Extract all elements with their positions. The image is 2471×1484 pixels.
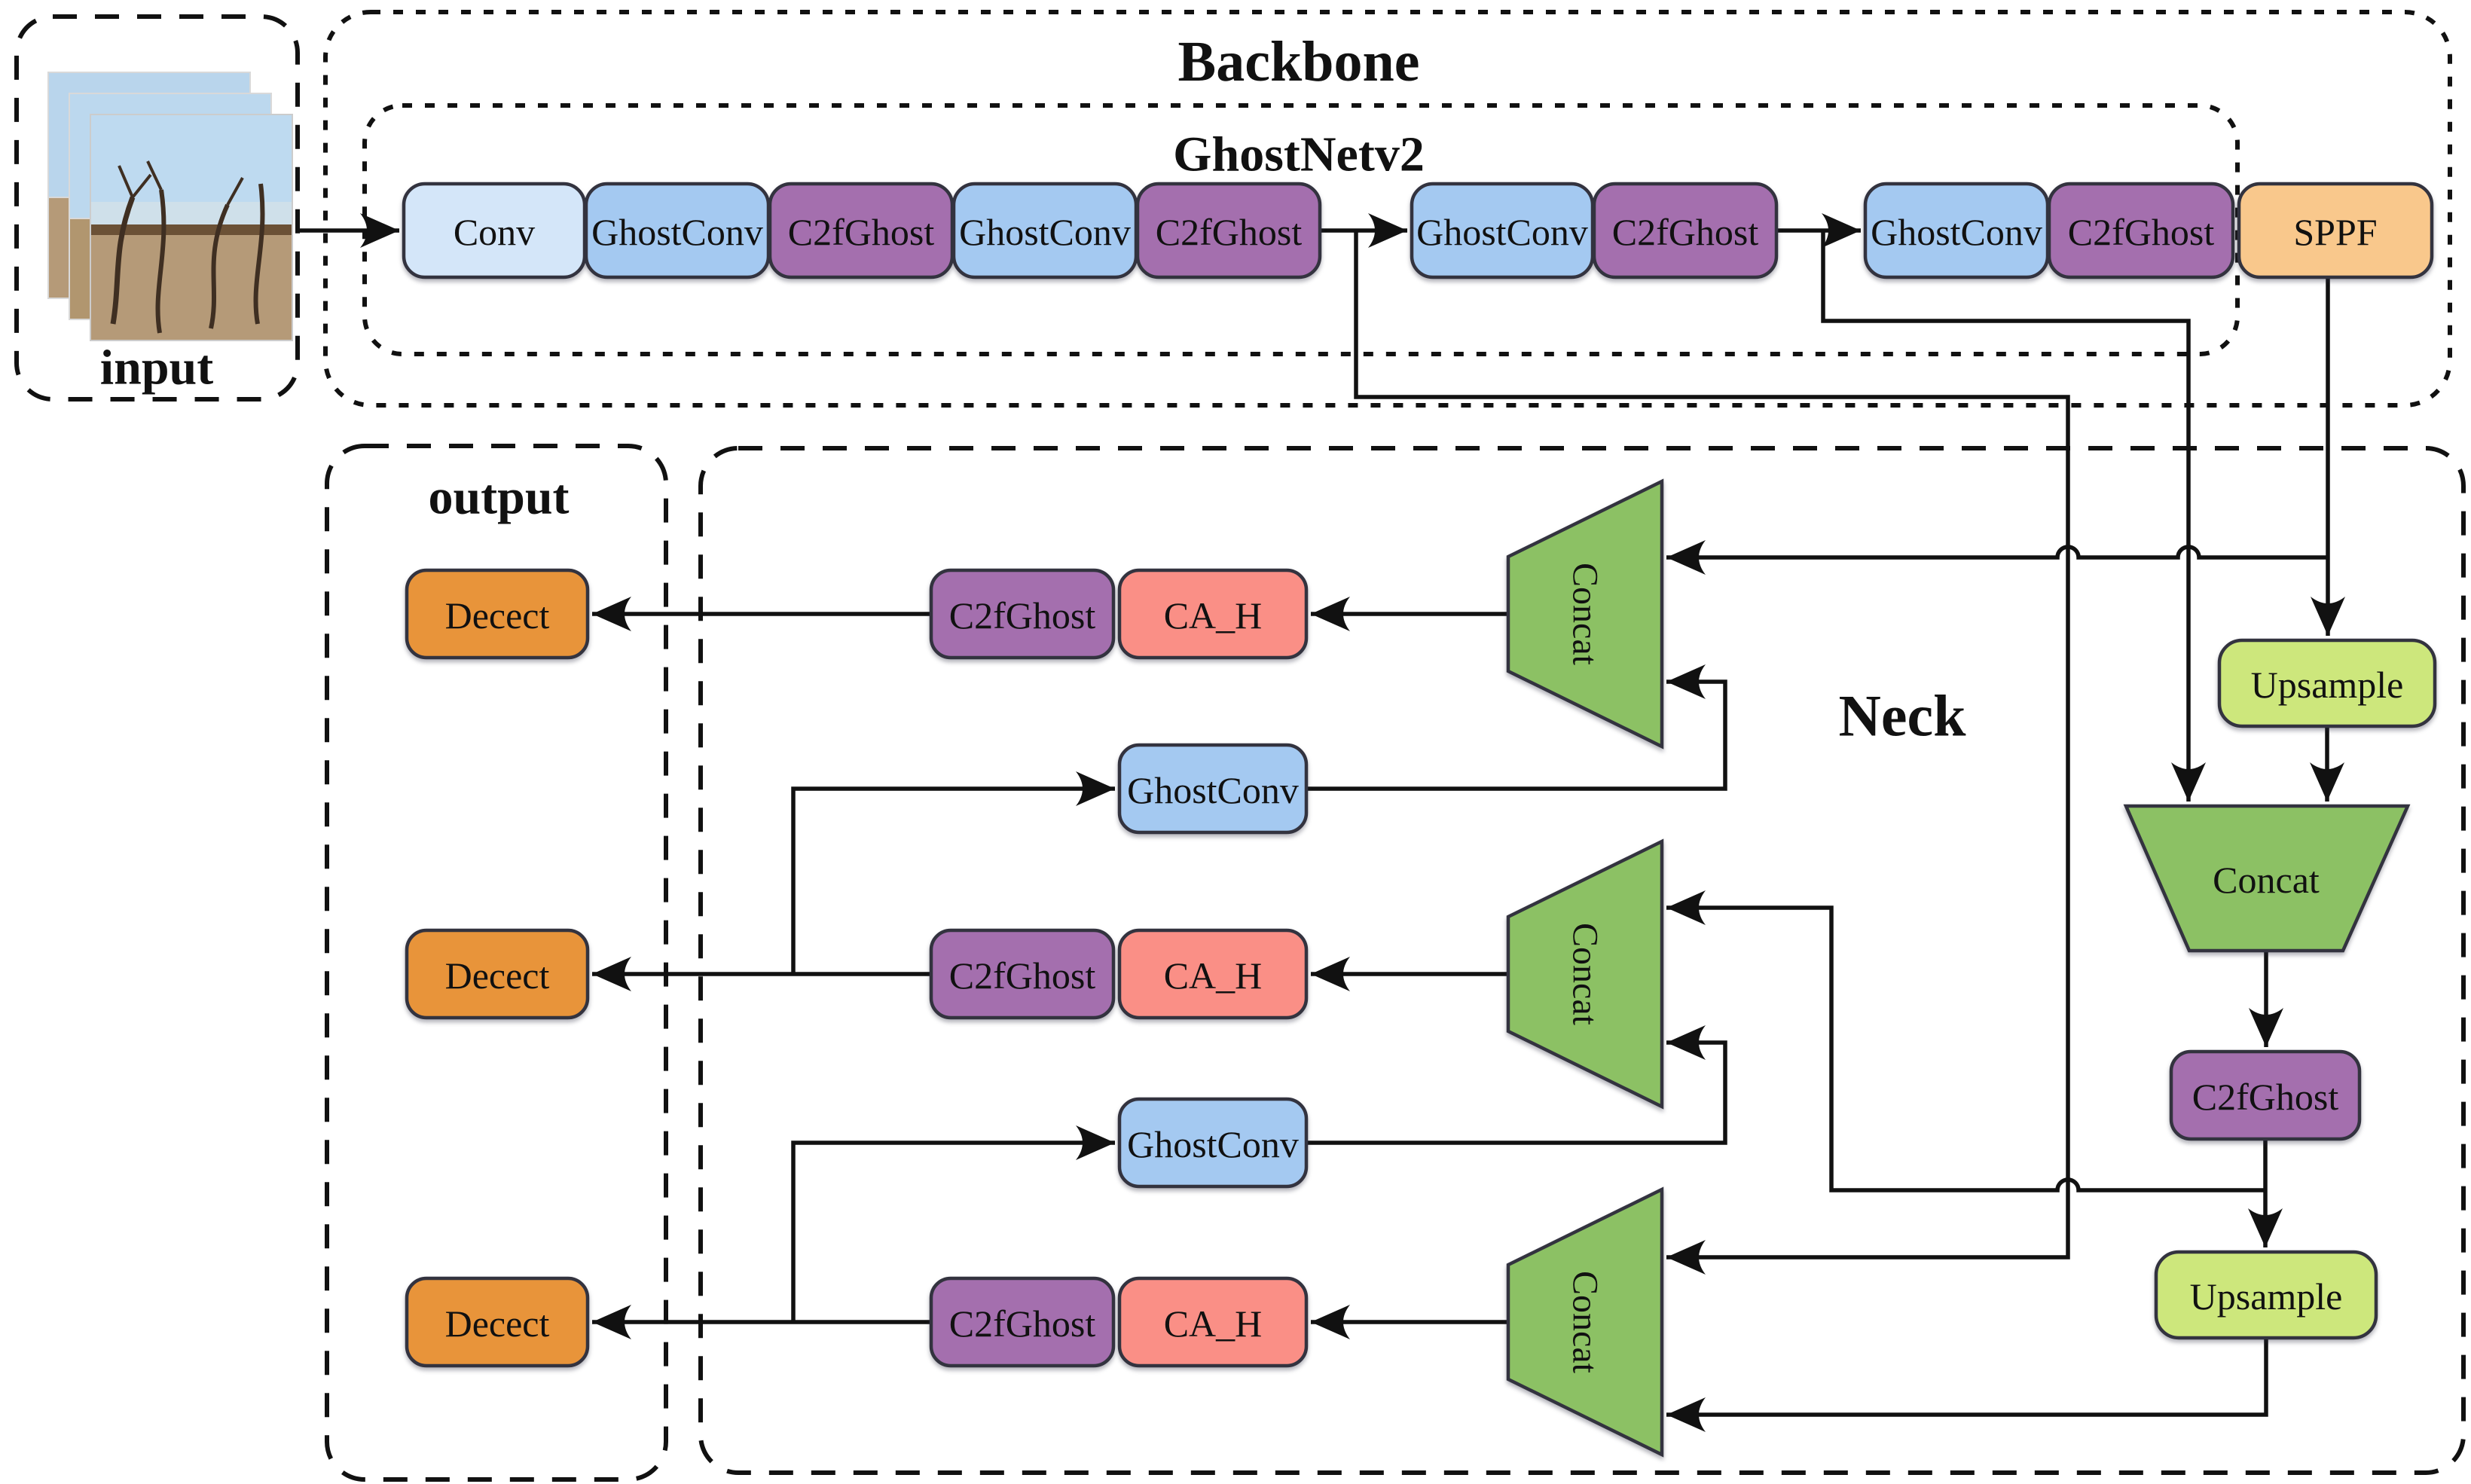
- row3-cah-label: CA_H: [1164, 1302, 1263, 1345]
- edge-p4-to-concat-right: [1821, 231, 2206, 802]
- block-ghostconv-2-label: GhostConv: [959, 211, 1131, 253]
- row2-cah: CA_H: [1117, 928, 1309, 1020]
- edge-ghostconv-b-to-concat2: [1306, 1025, 1727, 1145]
- block-conv-label: Conv: [454, 211, 535, 253]
- concat-1-label: Concat: [1565, 563, 1605, 666]
- decect-3: Decect: [405, 1276, 590, 1368]
- block-c2fghost-2-label: C2fGhost: [1156, 211, 1303, 253]
- output-container: [325, 444, 668, 1482]
- neck-ghostconv-a-label: GhostConv: [1127, 769, 1299, 811]
- row1-cah-label: CA_H: [1164, 594, 1263, 637]
- ghostnetv2-title: GhostNetv2: [1173, 127, 1425, 182]
- block-ghostconv-2: GhostConv: [951, 182, 1138, 279]
- block-sppf: SPPF: [2237, 182, 2434, 279]
- block-conv: Conv: [402, 182, 587, 279]
- concat-3-label: Concat: [1565, 1271, 1605, 1374]
- neck-container: [698, 446, 2466, 1475]
- upsample-top: Upsample: [2217, 638, 2437, 728]
- block-ghostconv-3-label: GhostConv: [1416, 211, 1588, 253]
- block-sppf-label: SPPF: [2293, 211, 2377, 253]
- block-c2fghost-2: C2fGhost: [1135, 182, 1322, 279]
- block-ghostconv-4-label: GhostConv: [1871, 211, 2042, 253]
- concat-3: Concat: [1506, 1186, 1664, 1458]
- decect-3-label: Decect: [445, 1302, 550, 1345]
- row1-cah: CA_H: [1117, 568, 1309, 660]
- neck-ghostconv-a: GhostConv: [1117, 743, 1309, 835]
- block-ghostconv-3: GhostConv: [1410, 182, 1595, 279]
- edge-c2fghost-right-to-concat2: [1666, 890, 2265, 1192]
- upsample-bottom-label: Upsample: [2190, 1275, 2343, 1318]
- decect-1: Decect: [405, 568, 590, 660]
- row2-cah-label: CA_H: [1164, 954, 1263, 997]
- row1-c2fghost-label: C2fGhost: [949, 594, 1096, 637]
- edge-p3-to-concat3: [1354, 231, 2070, 1275]
- edge-sppf-to-concat1: [1666, 540, 2328, 575]
- c2fghost-right-label: C2fGhost: [2192, 1076, 2339, 1118]
- edge-ghostconv-a-to-concat1: [1306, 664, 1727, 791]
- output-label: output: [428, 470, 569, 525]
- block-ghostconv-4: GhostConv: [1863, 182, 2050, 279]
- block-c2fghost-4: C2fGhost: [2047, 182, 2235, 279]
- block-c2fghost-1-label: C2fGhost: [788, 211, 935, 253]
- concat-1: Concat: [1506, 478, 1664, 750]
- concat-right-label: Concat: [2213, 859, 2320, 901]
- neck-ghostconv-b-label: GhostConv: [1127, 1123, 1299, 1165]
- concat-2-label: Concat: [1565, 923, 1605, 1026]
- neck-right-branch: Upsample Concat C2fGhost Upsample: [2123, 638, 2437, 1340]
- row3-cah: CA_H: [1117, 1276, 1309, 1368]
- neck-concats: Concat Concat Concat: [1506, 478, 1664, 1458]
- upsample-top-label: Upsample: [2251, 664, 2404, 706]
- edge-row3-to-ghostconv-b: [791, 1125, 1115, 1322]
- backbone-blocks: Conv GhostConv C2fGhost GhostConv C2fGho…: [402, 182, 2434, 279]
- neck-rows: C2fGhost CA_H C2fGhost CA_H C2fGhost CA_…: [929, 568, 1309, 1368]
- c2fghost-right: C2fGhost: [2169, 1049, 2362, 1141]
- block-ghostconv-1-label: GhostConv: [591, 211, 763, 253]
- row2-c2fghost: C2fGhost: [929, 928, 1116, 1020]
- input-image-stack: [47, 72, 293, 341]
- block-c2fghost-3-label: C2fGhost: [1612, 211, 1759, 253]
- edge-upsample-bottom-to-concat3: [1666, 1338, 2268, 1432]
- row1-c2fghost: C2fGhost: [929, 568, 1116, 660]
- decect-2-label: Decect: [445, 954, 550, 997]
- block-c2fghost-1: C2fGhost: [768, 182, 954, 279]
- flow-edges: [300, 213, 2345, 1432]
- block-ghostconv-1: GhostConv: [584, 182, 771, 279]
- decect-2: Decect: [405, 928, 590, 1020]
- output-heads: Decect Decect Decect: [405, 568, 590, 1368]
- neck-label: Neck: [1839, 683, 1967, 749]
- input-label: input: [100, 340, 213, 395]
- concat-right: Concat: [2123, 804, 2411, 953]
- photo-layer-front: [90, 114, 293, 341]
- backbone-title: Backbone: [1178, 30, 1420, 93]
- decect-1-label: Decect: [445, 594, 550, 637]
- row3-c2fghost-label: C2fGhost: [949, 1302, 1096, 1345]
- concat-2: Concat: [1506, 838, 1664, 1110]
- neck-ghostconv-b: GhostConv: [1117, 1097, 1309, 1189]
- block-c2fghost-3: C2fGhost: [1592, 182, 1779, 279]
- row3-c2fghost: C2fGhost: [929, 1276, 1116, 1368]
- edge-row2-to-ghostconv-a: [791, 771, 1115, 974]
- row2-c2fghost-label: C2fGhost: [949, 954, 1096, 997]
- upsample-bottom: Upsample: [2154, 1250, 2378, 1340]
- backbone-container: [323, 10, 2452, 408]
- block-c2fghost-4-label: C2fGhost: [2068, 211, 2215, 253]
- input-container: [14, 14, 300, 402]
